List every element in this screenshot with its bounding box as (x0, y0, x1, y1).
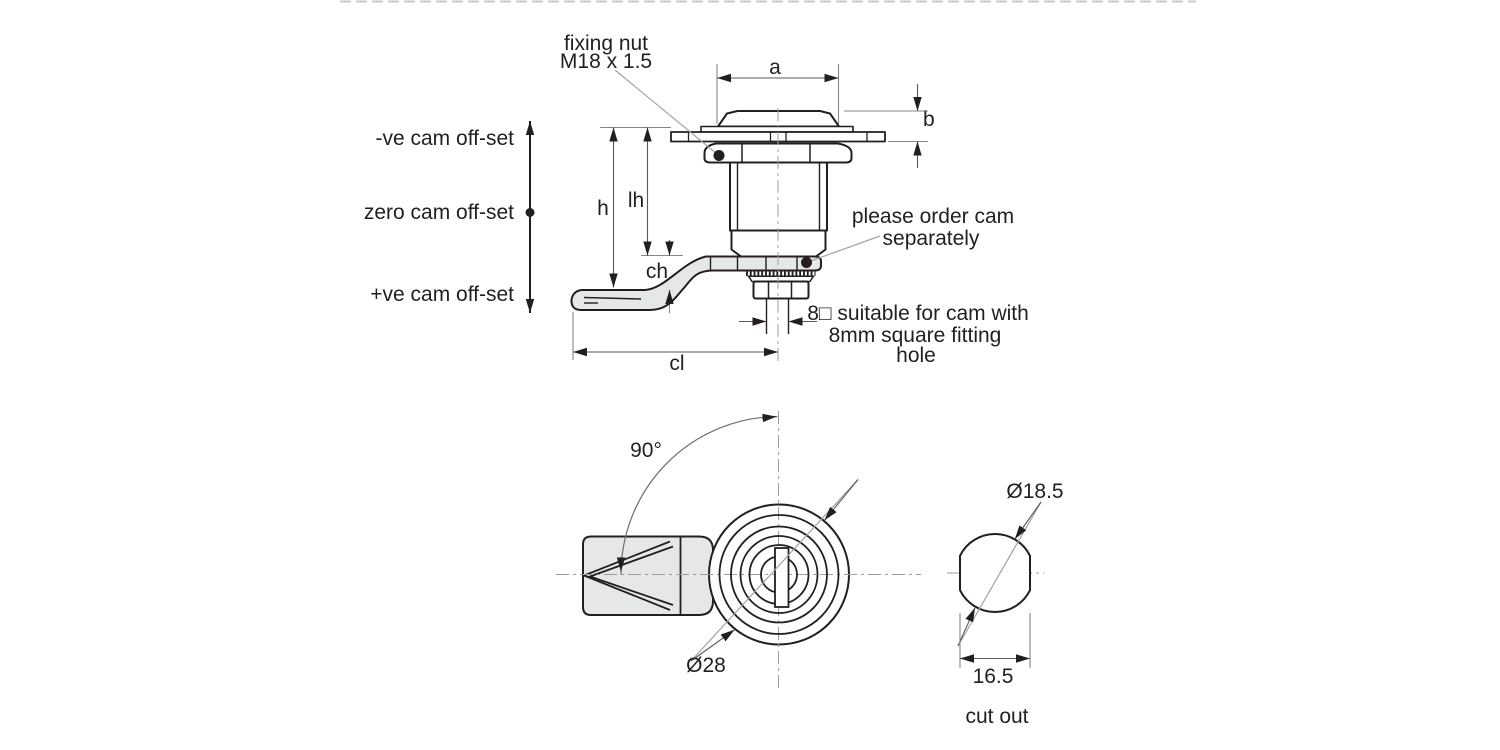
dia185-lower-arrow (957, 607, 976, 647)
dim-ch-label: ch (646, 260, 668, 283)
pos-cam-offset-label: +ve cam off-set (370, 283, 514, 306)
spindle-nut (752, 280, 810, 300)
cam-fold-chevron-outer (581, 540, 671, 611)
square-note-line2: 8mm square fitting (829, 324, 1002, 347)
fixing-nut-label-line1: fixing nut (564, 32, 648, 55)
cutout-extension-lines (959, 613, 1031, 668)
plan-view (556, 411, 921, 688)
zero-cam-offset-label: zero cam off-set (364, 201, 514, 224)
order-cam-label-line2: separately (883, 227, 980, 250)
rotation-arc (620, 415, 778, 575)
cam-plan-view (582, 535, 714, 616)
text-annotations: fixing nut M18 x 1.5 -ve cam off-set zer… (364, 32, 1064, 728)
arc-top-arrow (761, 413, 777, 423)
neg-cam-offset-label: -ve cam off-set (376, 127, 515, 150)
cutout-shape (959, 533, 1031, 613)
fixing-nut-leader (614, 69, 718, 155)
key-slot (774, 547, 790, 608)
fixing-nut-label-line2: M18 x 1.5 (560, 50, 652, 73)
dim-b-label: b (923, 108, 935, 131)
dim-lh-label: lh (628, 189, 644, 212)
dimension-lines (573, 73, 922, 357)
cutout-diameter-label: Ø18.5 (1006, 480, 1063, 503)
rotation-angle-label: 90° (630, 439, 662, 462)
dia28-lower-arrow (690, 629, 735, 662)
cam-offset-diagram (525, 121, 535, 313)
cutout-caption: cut out (965, 705, 1028, 728)
dim-cl-label: cl (669, 352, 684, 375)
dia185-upper-arrow (1014, 501, 1042, 540)
cutout-width-label: 16.5 (973, 665, 1014, 688)
dia28-upper-arrow (824, 479, 859, 521)
order-cam-label-line1: please order cam (852, 205, 1014, 228)
dim-h-label: h (597, 197, 609, 220)
square-note-line1: 8□ suitable for cam with (807, 302, 1029, 325)
threaded-body (729, 161, 828, 232)
square-note-line3: hole (896, 344, 936, 367)
leader-dot (801, 257, 812, 268)
cam-fold-chevron-inner (587, 545, 674, 606)
cutout-view (947, 501, 1044, 668)
leader-dot (713, 150, 725, 161)
zero-offset-dot (525, 208, 535, 217)
elevation-view (570, 64, 928, 362)
face-diameter-label: Ø28 (686, 654, 726, 677)
lock-face-rings (718, 514, 840, 635)
washer-body (747, 275, 815, 283)
dim-a-label: a (769, 56, 781, 79)
cam-lever-details (583, 256, 798, 304)
order-cam-leader (807, 235, 881, 263)
